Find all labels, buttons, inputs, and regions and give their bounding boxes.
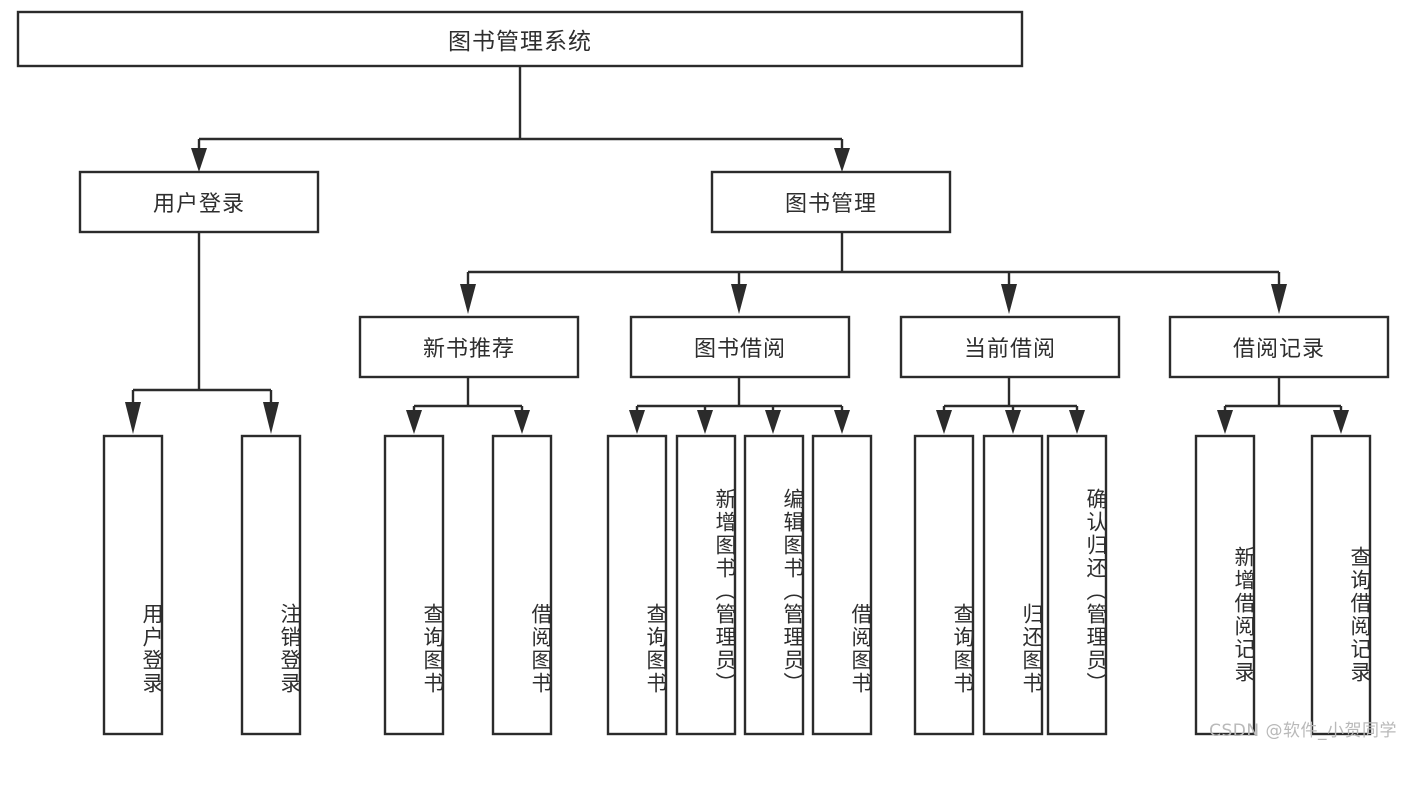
tree-diagram-canvas bbox=[16, 10, 1390, 736]
node-new-book-recommend[interactable] bbox=[358, 315, 580, 379]
flowchart-diagram: 图书管理系统 用户登录 图书管理 新书推荐 图书借阅 当前借阅 借阅记录 用户登… bbox=[16, 10, 1397, 741]
leaf-user-login-0[interactable] bbox=[102, 434, 164, 736]
connector-book-borrow-to-leaves bbox=[629, 377, 850, 434]
leaf-book-borrow-0[interactable] bbox=[606, 434, 668, 736]
leaf-book-borrow-3[interactable] bbox=[811, 434, 873, 736]
connector-root-to-level2 bbox=[191, 66, 850, 172]
connector-user-login-to-leaves bbox=[125, 232, 279, 434]
leaf-current-borrow-0[interactable] bbox=[913, 434, 975, 736]
leaf-new-book-1[interactable] bbox=[491, 434, 553, 736]
connector-new-book-to-leaves bbox=[406, 377, 530, 434]
connector-book-mgmt-to-level3 bbox=[460, 232, 1287, 314]
leaf-book-borrow-1[interactable] bbox=[675, 434, 737, 736]
leaf-new-book-0[interactable] bbox=[383, 434, 445, 736]
leaf-current-borrow-1[interactable] bbox=[982, 434, 1044, 736]
leaf-borrow-records-0[interactable] bbox=[1194, 434, 1256, 736]
node-book-management[interactable] bbox=[710, 170, 952, 234]
connector-current-borrow-to-leaves bbox=[936, 377, 1085, 434]
leaf-borrow-records-1[interactable] bbox=[1310, 434, 1372, 736]
node-current-borrow[interactable] bbox=[899, 315, 1121, 379]
node-root-book-management-system[interactable] bbox=[16, 10, 1024, 68]
leaf-user-login-1[interactable] bbox=[240, 434, 302, 736]
node-borrow-records[interactable] bbox=[1168, 315, 1390, 379]
leaf-current-borrow-2[interactable] bbox=[1046, 434, 1108, 736]
node-user-login[interactable] bbox=[78, 170, 320, 234]
node-book-borrow[interactable] bbox=[629, 315, 851, 379]
connector-borrow-records-to-leaves bbox=[1217, 377, 1349, 434]
leaf-book-borrow-2[interactable] bbox=[743, 434, 805, 736]
